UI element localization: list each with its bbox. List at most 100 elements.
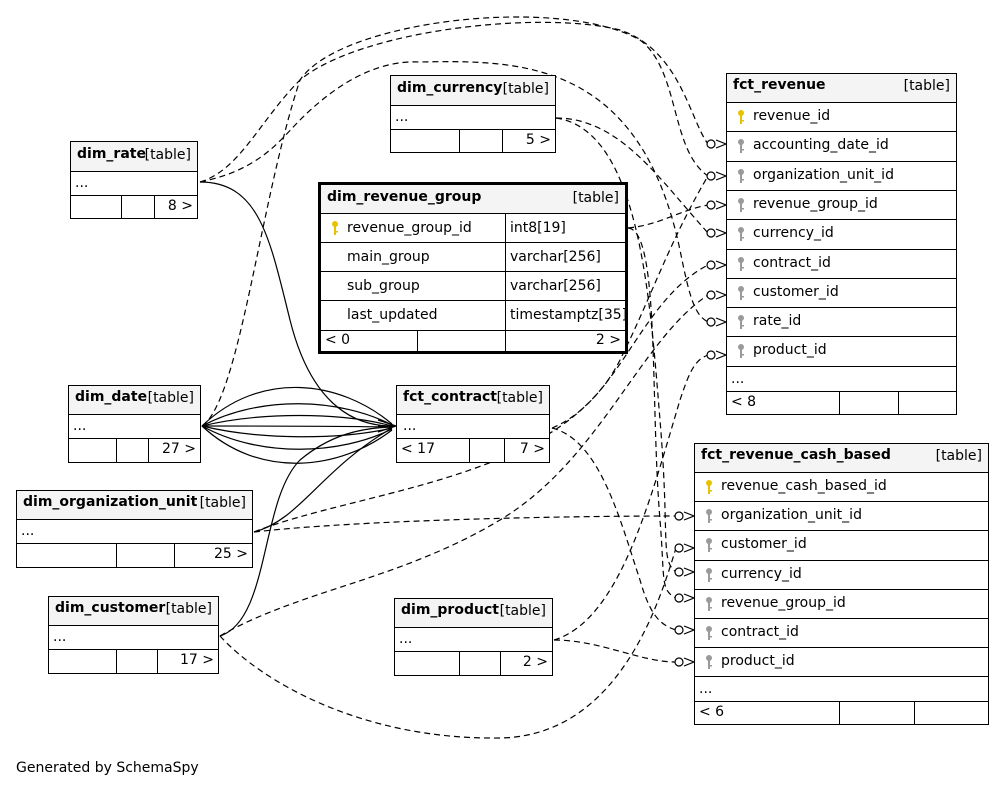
children-count[interactable]: 7 > [504,439,549,462]
children-count[interactable]: 17 > [157,650,218,673]
column-type: timestamptz[35] [510,307,628,323]
table-dim-organization-unit[interactable]: dim_organization_unit [table] ... 25 > [16,490,253,568]
column-name: accounting_date_id [753,137,889,154]
table-type: [table] [935,448,982,464]
column-row[interactable]: revenue_group_id [727,189,956,219]
column-row[interactable]: last_updated timestamptz[35] [321,300,628,330]
relationship-row: < 17 7 > [397,438,549,462]
relationship-row: 17 > [49,649,218,673]
table-fct-revenue-cash-based[interactable]: fct_revenue_cash_based [table] revenue_c… [694,443,989,725]
relationship-row: < 0 2 > [321,330,625,351]
table-type: [table] [496,390,543,406]
edge-dim-date-fct-contract-6 [201,425,393,450]
column-row[interactable]: organization_unit_id [727,160,956,190]
column-row[interactable]: customer_id [695,530,988,559]
column-name: organization_unit_id [753,166,894,183]
foreign-key-icon [738,256,744,271]
children-count[interactable]: 2 > [500,652,552,675]
table-dim-rate[interactable]: dim_rate [table] ... 8 > [70,141,198,219]
relationship-row: 8 > [71,195,197,218]
column-name: organization_unit_id [721,507,862,524]
table-header: dim_currency [table] [391,76,555,105]
column-name: revenue_group_id [347,220,472,236]
parents-count[interactable]: < 6 [699,704,725,720]
column-row[interactable]: main_group varchar[256] [321,242,625,271]
column-row[interactable]: contract_id [727,248,956,278]
foreign-key-icon [738,344,744,359]
table-dim-currency[interactable]: dim_currency [table] ... 5 > [390,75,556,153]
edge-dim-date-fct-contract-3 [201,414,393,427]
column-name: main_group [347,249,430,265]
table-name: dim_product [401,602,499,618]
column-row[interactable]: currency_id [695,559,988,589]
table-header: dim_date [table] [69,386,200,414]
table-type: [table] [499,603,546,619]
column-row[interactable]: rate_id [727,307,956,336]
table-fct-contract[interactable]: fct_contract [table] ... < 17 7 > [396,385,550,463]
table-type: [table] [502,81,549,97]
edge-dim-rate-fct-contract [199,181,393,427]
table-header: dim_revenue_group [table] [321,185,625,213]
ellipsis-row: ... [69,414,200,438]
table-dim-customer[interactable]: dim_customer [table] ... 17 > [48,596,219,674]
column-row[interactable]: contract_id [695,618,988,647]
fk-marker [674,511,684,521]
fk-marker [706,260,716,270]
foreign-key-icon [738,197,744,212]
column-name: product_id [721,653,795,670]
fk-marker [706,171,716,181]
table-type: [table] [147,390,194,406]
table-header: dim_rate [table] [71,142,197,171]
primary-key-icon [738,110,744,124]
foreign-key-icon [706,596,712,611]
children-count[interactable]: 5 > [502,130,555,152]
column-row[interactable]: product_id [727,336,956,365]
column-row[interactable]: customer_id [727,277,956,307]
edge-dim-customer-fct-cash [219,547,677,739]
edge-dim-date-fct-contract-1 [201,386,393,427]
parents-count[interactable]: < 17 [401,441,435,457]
parents-count[interactable]: < 8 [731,394,757,410]
ellipsis-row: ... [391,105,555,129]
column-name: currency_id [753,225,834,242]
table-dim-revenue-group[interactable]: dim_revenue_group [table] revenue_group_… [318,182,628,354]
column-row[interactable]: product_id [695,647,988,676]
table-name: dim_organization_unit [23,494,198,510]
fk-marker [706,317,716,327]
table-dim-date[interactable]: dim_date [table] ... 27 > [68,385,201,463]
children-count[interactable]: 25 > [174,544,252,567]
column-row[interactable]: currency_id [727,219,956,248]
column-name: revenue_group_id [753,195,878,212]
column-name: currency_id [721,565,802,582]
column-name: contract_id [721,624,799,640]
table-dim-product[interactable]: dim_product [table] ... 2 > [394,598,553,676]
parents-count[interactable]: < 0 [325,332,351,348]
table-header: dim_organization_unit [table] [17,491,252,519]
column-row[interactable]: revenue_id [727,102,956,131]
fk-marker [674,567,684,577]
foreign-key-icon [706,509,712,524]
primary-key-icon [706,480,712,494]
column-name: revenue_id [753,108,831,124]
table-name: dim_date [75,389,148,405]
column-row[interactable]: sub_group varchar[256] [321,271,625,300]
column-row[interactable]: accounting_date_id [727,131,956,160]
edge-dim-product-fct-cash [553,639,677,663]
fk-marker [706,228,716,238]
table-name: dim_currency [397,80,503,96]
table-header: dim_customer [table] [49,597,218,625]
relationship-row: < 6 [695,701,988,724]
column-row[interactable]: revenue_cash_based_id [695,472,988,501]
children-count[interactable]: 8 > [154,196,197,218]
column-row[interactable]: revenue_group_id [695,588,988,618]
table-name: fct_revenue_cash_based [701,447,891,463]
children-count[interactable]: 27 > [148,439,200,462]
column-row[interactable]: revenue_group_id int8[19] [321,213,625,242]
column-type: varchar[256] [510,278,601,294]
children-count[interactable]: 2 > [505,331,625,351]
relationship-row: < 8 [727,391,956,414]
column-row[interactable]: organization_unit_id [695,501,988,530]
edge-dim-revgroup-fct-revenue [627,204,709,229]
